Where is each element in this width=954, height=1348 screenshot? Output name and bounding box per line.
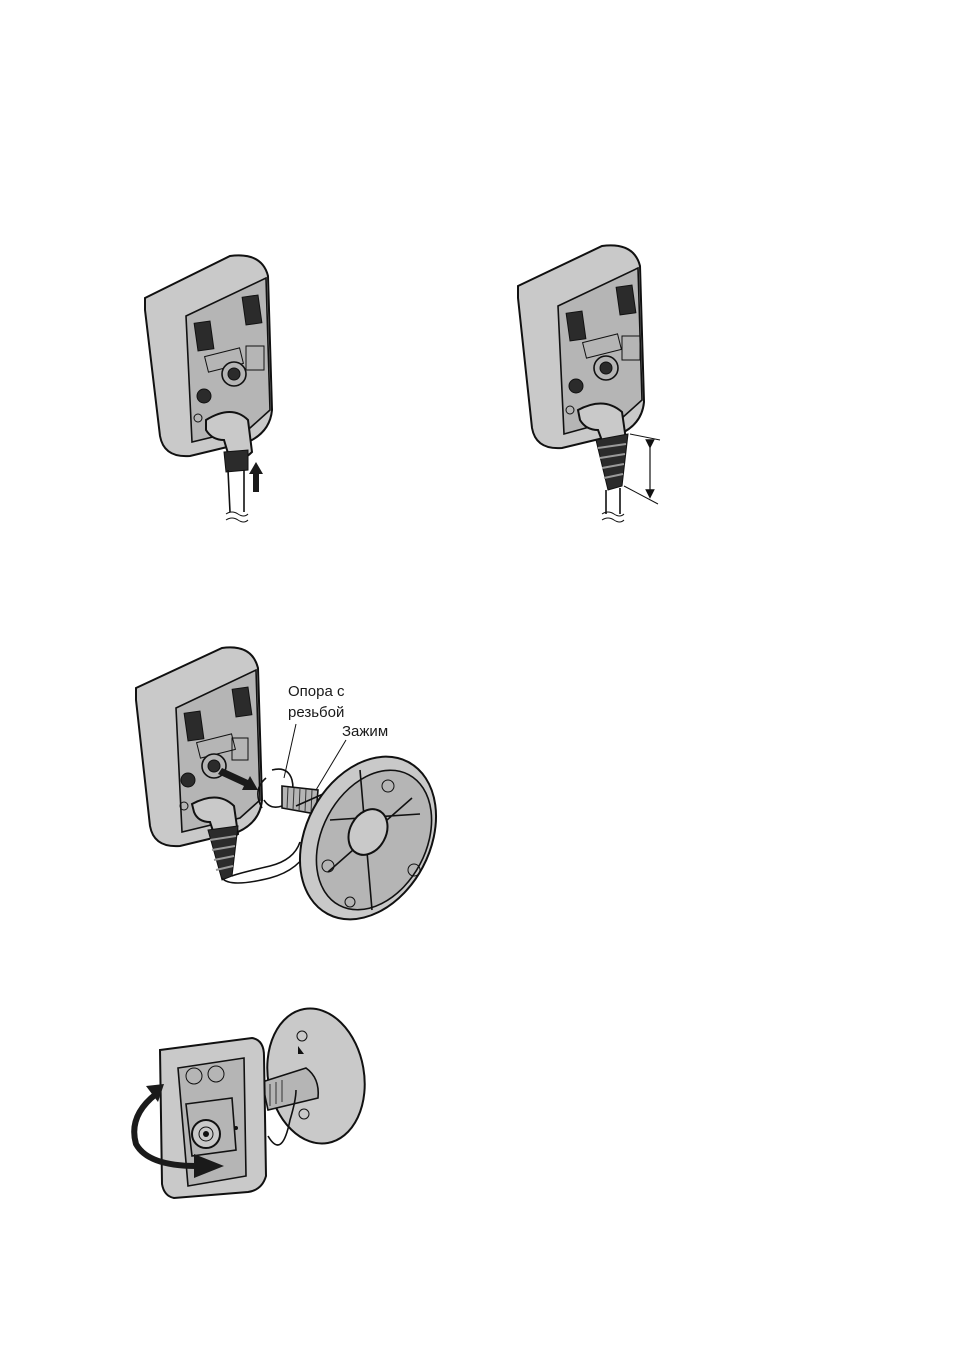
dimension-arrow-icon	[624, 434, 660, 504]
clamp-label: Зажим	[342, 723, 388, 741]
figure-1-camera-cable-insert	[145, 255, 272, 522]
threaded-support-label-line1: Опора с	[288, 683, 344, 701]
threaded-support-label-line2: резьбой	[288, 704, 344, 722]
figure-2-camera-cable-boot	[518, 245, 644, 522]
arrow-up-icon	[249, 462, 263, 492]
